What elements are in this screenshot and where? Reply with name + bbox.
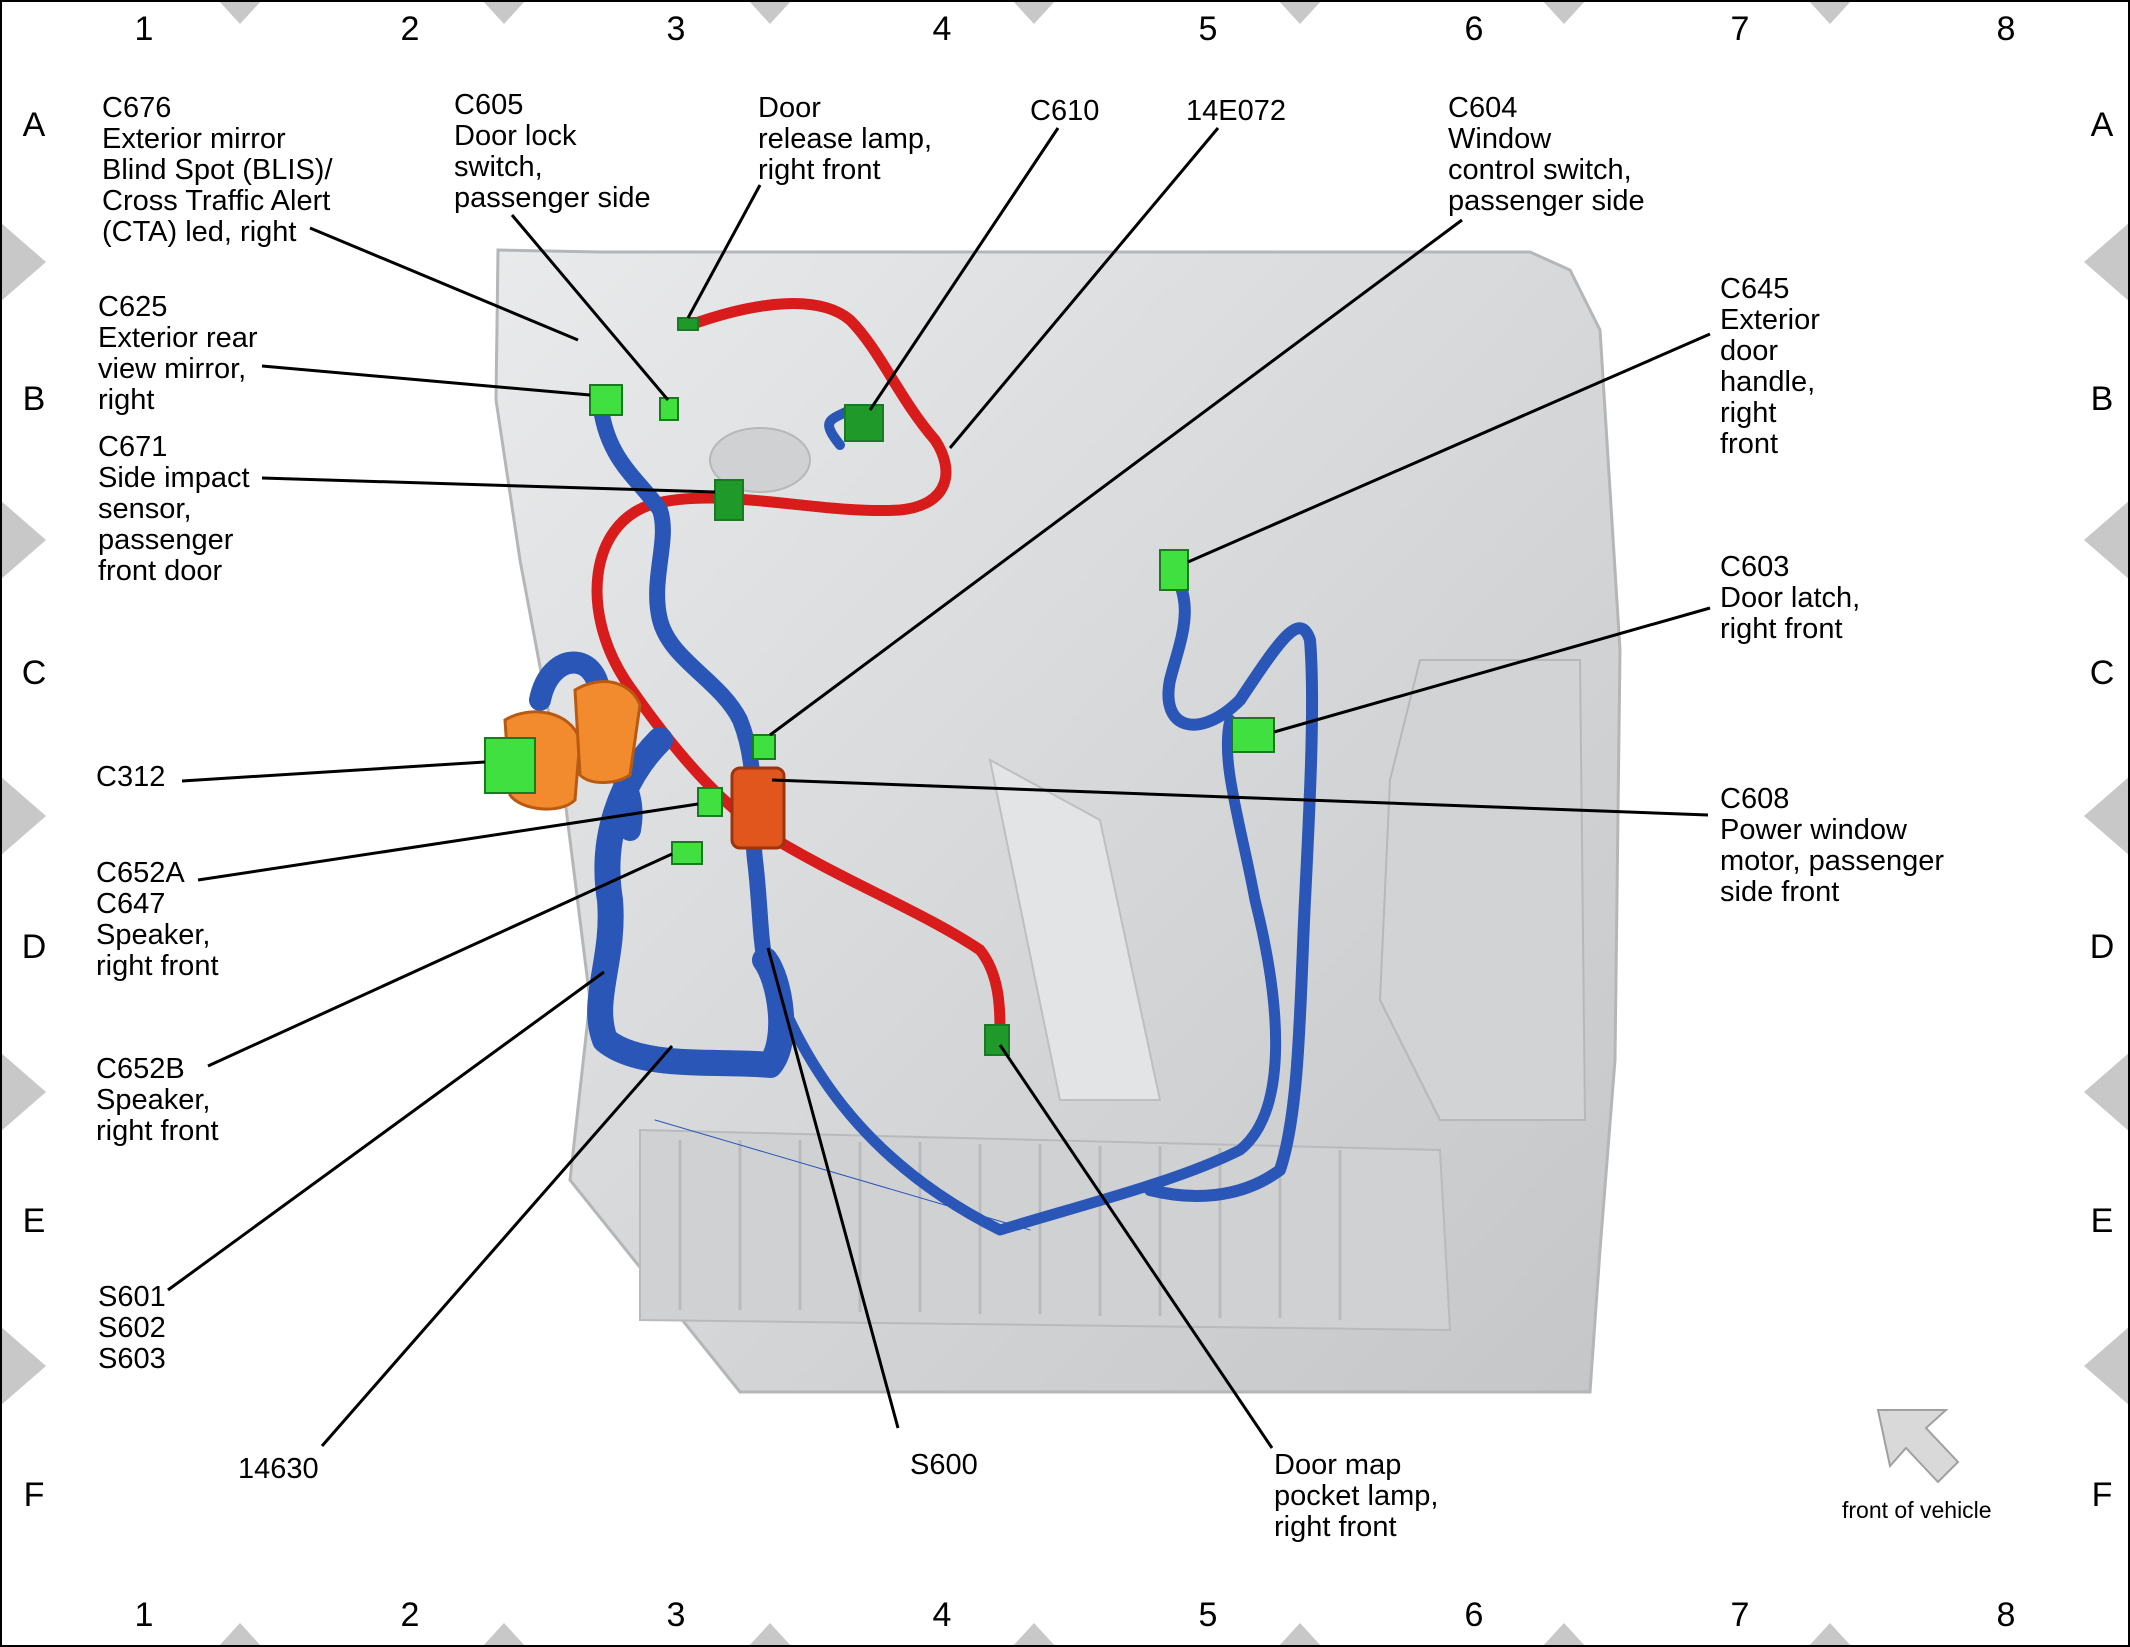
label-c625: C625 Exterior rear view mirror, right [98,291,258,416]
grid-col-bottom-6: 6 [1464,1596,1484,1634]
grid-col-bottom-1: 1 [134,1596,154,1634]
c625-connector [589,384,623,416]
label-c676: C676 Exterior mirror Blind Spot (BLIS)/ … [102,92,333,248]
grid-col-top-5: 5 [1198,10,1218,48]
blue-harness [529,392,1319,1236]
leader-c625 [261,364,591,397]
label-s601-s602-s603: S601 S602 S603 [98,1281,166,1375]
grid-row-right-a: A [2090,106,2114,144]
grid-col-top-7: 7 [1730,10,1750,48]
grid-col-top-2: 2 [400,10,420,48]
c312-connector [484,737,536,794]
grid-row-left-a: A [22,106,46,144]
grid-row-left-e: E [22,1202,46,1240]
label-s600: S600 [910,1449,978,1481]
label-c608: C608 Power window motor, passenger side … [1720,783,1945,908]
front-arrow-icon [1876,1409,1960,1484]
label-c605: C605 Door lock switch, passenger side [454,89,651,214]
leader-door-release-lamp [686,184,762,319]
c610-connector [844,404,884,442]
label-door-release-lamp: Door release lamp, right front [758,92,933,186]
leader-c610 [868,127,1060,411]
grid-row-right-b: B [2090,380,2114,418]
grid-row-right-f: F [2091,1476,2113,1514]
leader-c671 [261,476,716,494]
label-front-of-vehicle: front of vehicle [1842,1497,1992,1523]
grid-col-top-1: 1 [134,10,154,48]
c652b-connector [671,841,703,865]
label-c645: C645 Exterior door handle, right front [1720,273,1820,460]
leader-c608 [771,778,1709,817]
c671-connector [714,479,744,521]
leader-c604 [769,218,1463,737]
c652a-connector [697,787,723,817]
label-door-map-lamp: Door map pocket lamp, right front [1274,1449,1439,1543]
label-c603: C603 Door latch, right front [1720,551,1861,645]
leader-door-map-lamp [998,1044,1274,1449]
grid-col-top-6: 6 [1464,10,1484,48]
label-c604: C604 Window control switch, passenger si… [1448,92,1645,217]
c604-connector [752,734,776,760]
grid-col-bottom-7: 7 [1730,1596,1750,1634]
motor-body [730,766,786,850]
connectors [484,317,1275,1056]
grid-col-top-4: 4 [932,10,952,48]
grid-col-top-3: 3 [666,10,686,48]
grid-col-bottom-5: 5 [1198,1596,1218,1634]
leader-c605 [510,214,670,401]
grid-col-bottom-8: 8 [1996,1596,2016,1634]
label-14630: 14630 [238,1453,319,1485]
grid-row-left-c: C [21,654,47,692]
grid-col-bottom-4: 4 [932,1596,952,1634]
leader-14630 [320,1045,674,1447]
leader-s601 [167,970,605,1292]
leader-14e072 [948,127,1220,449]
label-c652b: C652B Speaker, right front [96,1053,219,1147]
leader-c676 [309,226,579,342]
grid-row-left-d: D [21,928,47,966]
grid-row-left-b: B [22,380,46,418]
grid-row-right-d: D [2089,928,2115,966]
c645-connector [1159,549,1189,591]
leader-c603 [1273,606,1711,734]
grid-col-bottom-3: 3 [666,1596,686,1634]
grid-row-right-e: E [2090,1202,2114,1240]
leader-c652b [207,852,673,1068]
grid-row-right-c: C [2089,654,2115,692]
c603-connector [1231,717,1275,753]
grid-col-top-8: 8 [1996,10,2016,48]
label-c610: C610 [1030,95,1100,127]
leader-s600 [766,947,900,1429]
label-14e072: 14E072 [1186,95,1286,127]
leader-lines [167,127,1711,1449]
c605-connector [659,397,679,421]
grid-row-left-f: F [23,1476,45,1514]
leader-c312 [181,760,486,783]
label-c652a-c647: C652A C647 Speaker, right front [96,857,219,982]
door-panel [494,248,1622,1394]
leader-c645 [1187,332,1711,564]
leader-c652a [197,802,699,882]
grid-col-bottom-2: 2 [400,1596,420,1634]
label-c312: C312 [96,761,166,793]
label-c671: C671 Side impact sensor, passenger front… [98,431,250,587]
